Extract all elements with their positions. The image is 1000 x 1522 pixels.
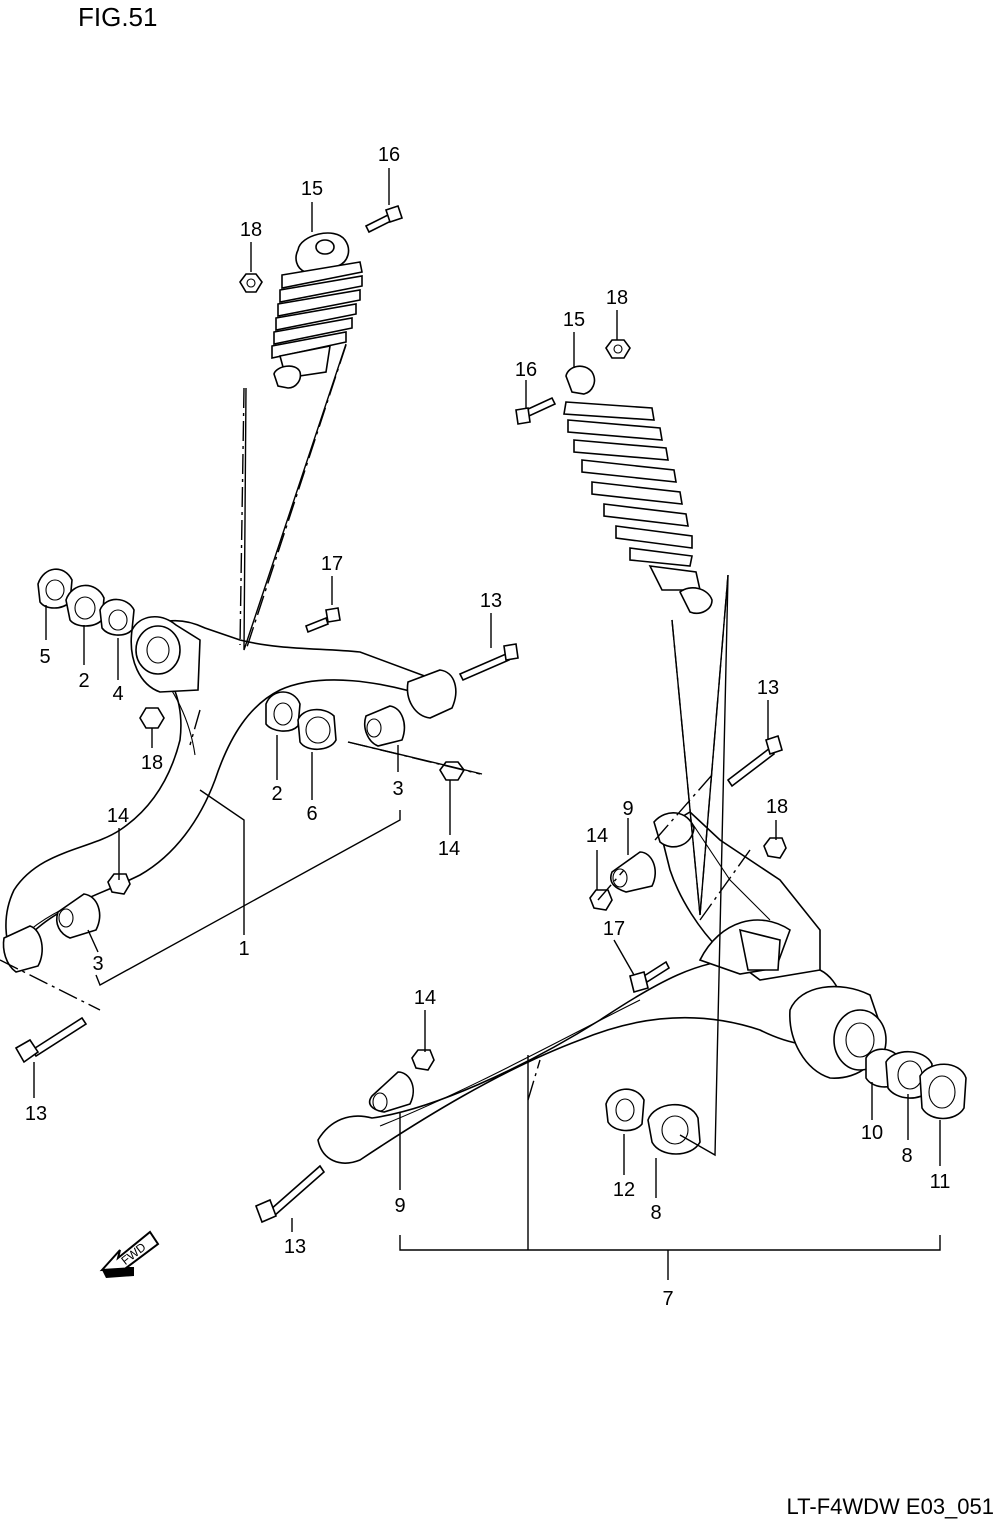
right-seal-12 xyxy=(605,1088,645,1132)
left-shock-bolt-16 xyxy=(364,204,404,234)
left-dust-seal-5 xyxy=(37,568,73,609)
callout-8: 8 xyxy=(650,1202,661,1224)
fwd-arrow-icon: FWD xyxy=(99,1230,160,1278)
left-spacer-4 xyxy=(99,598,135,636)
left-bolt-13-front xyxy=(458,643,519,682)
left-spacer-6 xyxy=(297,708,337,751)
callout-10: 10 xyxy=(861,1122,883,1144)
callout-8: 8 xyxy=(901,1145,912,1167)
callout-13: 13 xyxy=(480,590,502,612)
callout-leaders xyxy=(33,168,941,1232)
callout-18: 18 xyxy=(606,287,628,309)
callout-13: 13 xyxy=(757,677,779,699)
callout-15: 15 xyxy=(301,178,323,200)
right-bushing-9-upper xyxy=(610,851,656,893)
right-shock-nut-18-top xyxy=(605,339,631,359)
right-bolt-13-upper xyxy=(726,734,783,788)
right-bolt-13-lower xyxy=(254,1164,326,1224)
callout-18: 18 xyxy=(766,796,788,818)
right-shock-bolt-16 xyxy=(515,396,557,425)
left-nut-14-rear xyxy=(107,873,131,895)
right-shock-absorber xyxy=(563,365,713,615)
callout-13: 13 xyxy=(25,1103,47,1125)
left-shock-absorber xyxy=(271,232,363,389)
right-bolt-17 xyxy=(629,960,671,993)
right-nut-18-lower xyxy=(763,837,787,859)
callout-18: 18 xyxy=(240,219,262,241)
callout-14: 14 xyxy=(586,825,608,847)
left-nut-18-lower xyxy=(139,707,165,729)
callout-17: 17 xyxy=(321,553,343,575)
callout-14: 14 xyxy=(438,838,460,860)
callout-4: 4 xyxy=(112,683,123,705)
callout-11: 11 xyxy=(930,1171,951,1193)
figure-title: FIG.51 xyxy=(78,2,158,32)
right-nut-14-lower xyxy=(411,1049,435,1071)
callout-14: 14 xyxy=(414,987,436,1009)
right-seal-11 xyxy=(919,1063,967,1120)
callout-2: 2 xyxy=(78,670,89,692)
callout-3: 3 xyxy=(392,778,403,800)
callout-7: 7 xyxy=(662,1288,673,1310)
callout-13: 13 xyxy=(284,1236,306,1258)
callout-2: 2 xyxy=(271,783,282,805)
callout-12: 12 xyxy=(613,1179,635,1201)
drawing-code: LT-F4WDW E03_051 xyxy=(786,1494,994,1519)
right-nut-14-upper xyxy=(589,889,613,911)
left-bolt-17 xyxy=(305,607,341,634)
callout-1: 1 xyxy=(238,938,249,960)
callout-16: 16 xyxy=(378,144,400,166)
callout-5: 5 xyxy=(39,646,50,668)
callout-labels: 1 2 2 3 3 4 5 6 7 8 8 9 9 10 11 12 13 13… xyxy=(25,144,951,1310)
callout-15: 15 xyxy=(563,309,585,331)
callout-16: 16 xyxy=(515,359,537,381)
callout-18: 18 xyxy=(141,752,163,774)
left-bushing-3-rear xyxy=(55,893,101,939)
callout-9: 9 xyxy=(622,798,633,820)
callout-17: 17 xyxy=(603,918,625,940)
left-bearing-2-lower xyxy=(265,691,301,732)
left-bolt-13-rear xyxy=(14,1016,88,1064)
right-swing-arm xyxy=(317,811,887,1164)
left-bearing-2-upper xyxy=(65,584,105,627)
callout-3: 3 xyxy=(92,953,103,975)
right-bushing-9-lower xyxy=(368,1071,414,1113)
right-bearing-8-inner xyxy=(647,1103,701,1155)
left-shock-nut-18-top xyxy=(239,273,263,293)
callout-14: 14 xyxy=(107,805,129,827)
left-bushing-3-front xyxy=(363,705,406,747)
callout-9: 9 xyxy=(394,1195,405,1217)
callout-6: 6 xyxy=(306,803,317,825)
